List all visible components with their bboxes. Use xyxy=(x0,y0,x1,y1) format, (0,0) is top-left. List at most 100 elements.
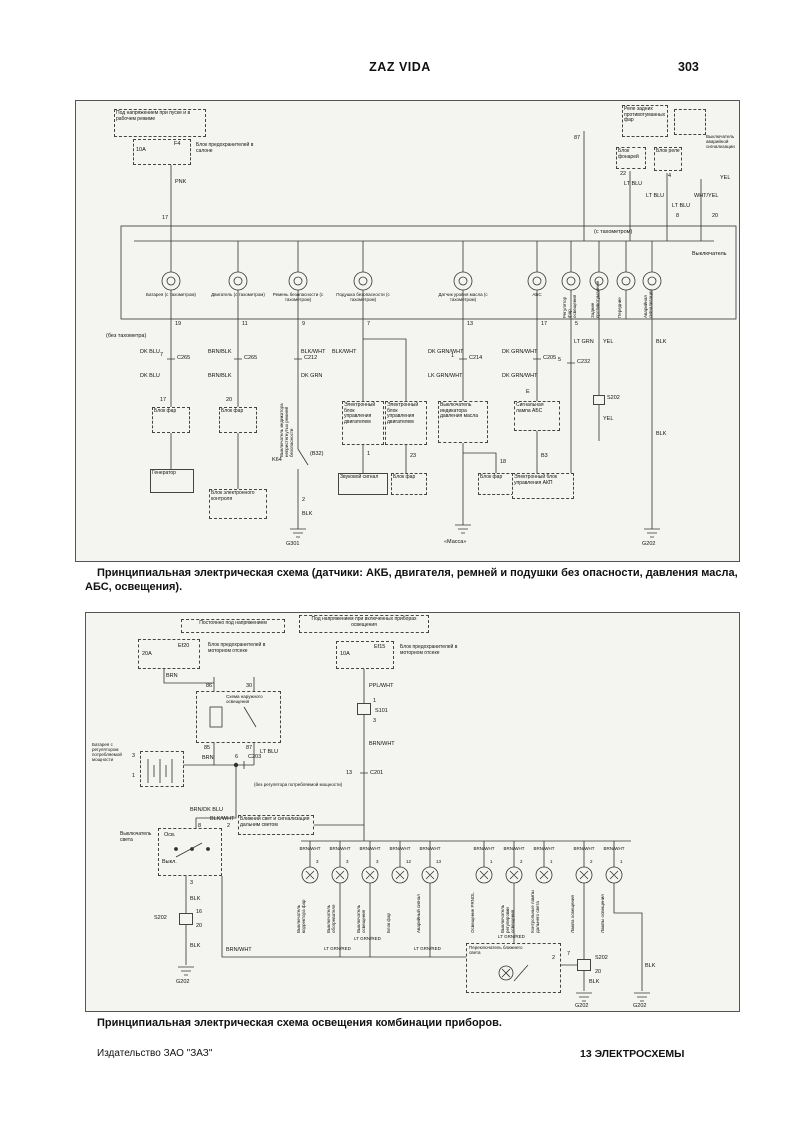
battery-box xyxy=(140,751,184,787)
gauge-label: Датчик уровня масла (с тахометром) xyxy=(438,292,488,302)
pin-label: 3 xyxy=(346,859,349,864)
wire-label: BLK xyxy=(656,339,667,345)
pin-label: 3 xyxy=(316,859,319,864)
gauge-label: Аварийная сигнализация xyxy=(643,289,653,318)
connector-label: C201 xyxy=(370,770,384,776)
wire-label: LT GRN/RED xyxy=(414,946,441,951)
pin-label: 17 xyxy=(160,397,167,403)
light-switch-box xyxy=(158,828,222,876)
wire-label: YEL xyxy=(720,175,731,181)
wire-label: DK BLU xyxy=(140,373,160,379)
wire-label: BRN/BLK xyxy=(208,373,232,379)
connector-box xyxy=(357,703,371,715)
wire-label: DK GRN xyxy=(301,373,323,379)
wire-label: LT GRN/RED xyxy=(324,946,351,951)
pin-label: 2 xyxy=(520,859,523,864)
gauge-label: Двигатель (с тахометром) xyxy=(211,292,265,297)
wire-label: BRN/WHT xyxy=(573,846,595,851)
connector-box xyxy=(179,913,193,925)
wire-label: PNK xyxy=(175,179,187,185)
fuse-box xyxy=(336,641,394,669)
component-box: Блок фар xyxy=(391,473,427,495)
connector-label: C214 xyxy=(469,355,483,361)
connector-label: S101 xyxy=(375,708,388,714)
pin-label: 23 xyxy=(410,453,417,459)
wire-label: BLK xyxy=(589,979,600,985)
connector-label: S202 xyxy=(595,955,608,961)
lamp-label: Блок фар xyxy=(386,912,391,933)
pin-label: 3 xyxy=(190,880,194,886)
note-label: (без тахометра) xyxy=(106,333,147,339)
pin-label: 7 xyxy=(567,951,571,957)
gauge-label: Задние противотуманные xyxy=(590,280,600,318)
connector-label: C265 xyxy=(244,355,258,361)
wire-label: BRN/DK BLU xyxy=(190,807,224,813)
pin-label: 1 xyxy=(132,773,136,779)
wire-label: BLK xyxy=(190,896,201,902)
pin-label: 2 xyxy=(302,497,306,503)
pin-label: 3 xyxy=(132,753,136,759)
ground-label: G202 xyxy=(633,1003,647,1009)
wire-label: BRN/BLK xyxy=(208,349,232,355)
wire-label: BRN xyxy=(202,755,214,761)
wire-label: LT BLU xyxy=(672,203,691,209)
pin-label: 18 xyxy=(500,459,507,465)
wire-label: LK GRN/WHT xyxy=(428,373,463,379)
pin-label: 13 xyxy=(436,859,442,864)
switch-position: Выкл. xyxy=(162,859,177,865)
component-box: Генератор xyxy=(150,469,194,493)
note-label: (без регулятора потребляемой мощности) xyxy=(254,782,343,787)
relay-id: K64 xyxy=(272,457,282,463)
lamp-block-box: Блок фонарей xyxy=(616,147,646,169)
pin-label: 5 xyxy=(558,357,562,363)
pin-label: 4 xyxy=(668,173,672,179)
wire-label: DK GRN/WHT xyxy=(502,349,538,355)
pin-label: 11 xyxy=(242,321,248,327)
wire-label: BRN/WHT xyxy=(603,846,625,851)
wire-label: LT BLU xyxy=(624,181,643,187)
lamp-label: Выключатель освещения xyxy=(356,904,366,933)
fuse-rating: 10A xyxy=(136,147,146,153)
wire-label: BRN/WHT xyxy=(503,846,525,851)
fuse-box xyxy=(138,639,200,669)
pin-label: 20 xyxy=(712,213,719,219)
pin-label: 8 xyxy=(198,823,202,829)
fusebox-label: Блок предохранителей в моторном отсеке xyxy=(208,642,266,654)
pin-label: 85 xyxy=(204,745,211,751)
pin-label: 22 xyxy=(620,171,627,177)
fuse-name: Ef20 xyxy=(178,643,190,649)
fuse-rating: 10A xyxy=(340,651,350,657)
section-label: 13 ЭЛЕКТРОСХЕМЫ xyxy=(580,1048,685,1060)
wire-label: BRN/WHT xyxy=(369,741,395,747)
relay-id: (В32) xyxy=(310,451,324,457)
pin-label: 7 xyxy=(367,321,371,327)
pin-label: 13 xyxy=(467,321,474,327)
dimmer-label: Переключатель ближнего света xyxy=(469,945,523,955)
diagram1-caption: Принципиальная электрическая схема (датч… xyxy=(85,567,738,593)
pin-label: 1 xyxy=(451,353,455,359)
relay-block-box: Блок реле xyxy=(654,147,682,171)
wire-label: BLK/WHT xyxy=(301,349,326,355)
lamp-label: Выключатель корректора фар xyxy=(296,899,306,933)
gauge-label: АБС xyxy=(532,292,542,297)
wire-label: BLK/WHT xyxy=(332,349,357,355)
pin-label: 2 xyxy=(227,823,231,829)
pin-label: 6 xyxy=(235,754,239,760)
pin-label: 9 xyxy=(302,321,306,327)
pin-label: B3 xyxy=(541,453,548,459)
component-label: Выключатель индикатора непристегнутых ре… xyxy=(279,403,294,457)
ground-label: G202 xyxy=(642,541,656,547)
wire-label: PPL/WHT xyxy=(369,683,394,689)
connector-label: C212 xyxy=(304,355,318,361)
power-note-box: Под напряжением при включенных приборах … xyxy=(299,615,429,633)
ground-label: G301 xyxy=(286,541,300,547)
wire-label: YEL xyxy=(603,416,614,422)
power-note-box: Постоянно под напряжением xyxy=(181,619,285,633)
pin-label: 87 xyxy=(246,745,253,751)
pin-label: 16 xyxy=(196,909,203,915)
wire-label: BLK xyxy=(302,511,313,517)
wire-label: LT BLU xyxy=(260,749,279,755)
ground-label: G202 xyxy=(575,1003,589,1009)
note-label: (с тахометром) xyxy=(594,229,633,235)
